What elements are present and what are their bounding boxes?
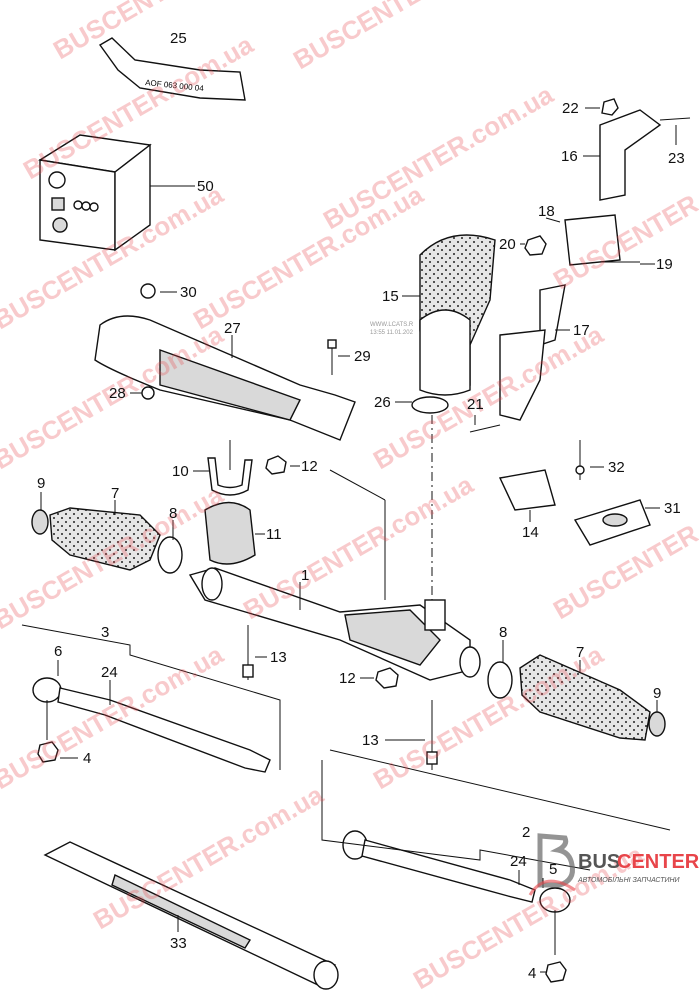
left-boot [31, 492, 183, 574]
callout: 7 [111, 485, 119, 502]
callout: 32 [608, 459, 625, 476]
parts-box [38, 134, 195, 252]
rack-cover [94, 283, 356, 441]
callout: 2 [522, 824, 530, 841]
callout: 12 [339, 670, 356, 687]
grease-tube: AOF 063 000 04 [98, 37, 246, 101]
clamp [193, 440, 300, 565]
callout: 1 [301, 567, 309, 584]
callout: 18 [538, 203, 555, 220]
rack-housing [188, 567, 481, 681]
callout: 24 [510, 853, 527, 870]
callout: 11 [266, 526, 282, 543]
steering-column-joint [520, 98, 691, 266]
callout: 3 [101, 624, 109, 641]
watermark: BUSCENTER.com.ua [288, 0, 529, 75]
stamp-line-1: WWW.LCATS.R [370, 322, 414, 328]
callout: 13 [362, 732, 379, 749]
callout: 30 [180, 284, 197, 301]
bolt-29 [327, 339, 350, 375]
callout: 25 [170, 30, 187, 47]
callout: 17 [573, 322, 590, 339]
callout: 10 [172, 463, 189, 480]
callout: 31 [664, 500, 681, 517]
right-tie-rod [321, 749, 671, 983]
right-boot [487, 640, 666, 741]
callout: 16 [561, 148, 578, 165]
column-boot: WWW.LCATS.R 13:55 11.01.202 [370, 234, 496, 600]
watermark: BUSCENTER.com.ua [548, 469, 699, 625]
callout: 8 [169, 505, 177, 522]
callout: 13 [270, 649, 287, 666]
protective-sleeve [43, 841, 339, 990]
callout: 4 [528, 965, 536, 982]
callout: 23 [668, 150, 685, 167]
buscenter-logo: BUS CENTER АВТОМОБІЛЬНІ ЗАПЧАСТИНИ [528, 833, 699, 896]
callout: 5 [549, 861, 557, 878]
brackets [498, 440, 660, 546]
callout: 9 [653, 685, 661, 702]
watermark: BUSCENTER.com.ua [0, 479, 229, 635]
logo-name-b: CENTER [617, 851, 699, 873]
callout-numbers: 25 50 30 27 29 28 10 12 9 7 8 11 1 3 24 … [37, 30, 685, 982]
callout: 50 [197, 178, 214, 195]
callout: 26 [374, 394, 391, 411]
watermark: BUSCENTER.com.ua [0, 639, 229, 795]
callout: 7 [576, 644, 584, 661]
callout: 20 [499, 236, 516, 253]
callout: 14 [522, 524, 539, 541]
callout: 21 [467, 396, 484, 413]
callout: 28 [109, 385, 126, 402]
callout: 6 [54, 643, 62, 660]
watermark: BUSCENTER.com.ua [368, 319, 609, 475]
callout: 8 [499, 624, 507, 641]
watermark: BUSCENTER.com.ua [318, 79, 559, 235]
callout: 19 [656, 256, 673, 273]
callout: 9 [37, 475, 45, 492]
lower-shaft [469, 284, 570, 433]
callout: 29 [354, 348, 371, 365]
logo-name-a: BUS [578, 851, 620, 873]
logo-tagline: АВТОМОБІЛЬНІ ЗАПЧАСТИНИ [577, 877, 681, 884]
callout: 33 [170, 935, 187, 952]
callout: 24 [101, 664, 118, 681]
bolts-13 [242, 625, 438, 770]
callout: 12 [301, 458, 318, 475]
callout: 15 [382, 288, 399, 305]
callout: 4 [83, 750, 91, 767]
left-tie-rod [21, 624, 281, 773]
callout: 27 [224, 320, 241, 337]
callout: 22 [562, 100, 579, 117]
stamp-line-2: 13:55 11.01.202 [370, 330, 414, 336]
